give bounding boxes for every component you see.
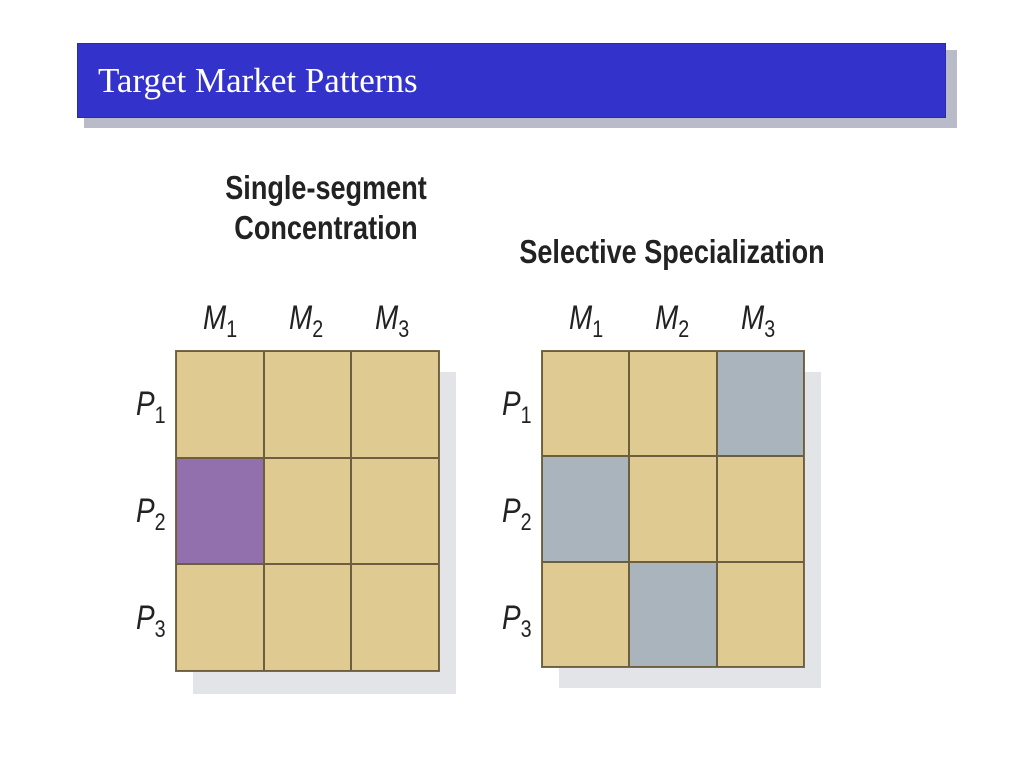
column-label-m1: M1	[569, 299, 604, 343]
column-label-m2: M2	[655, 299, 690, 343]
grid-cell-p2-m1-selected	[176, 457, 264, 565]
pattern-grid-selective-specialization	[541, 350, 805, 668]
grid-cell-p3-m3	[716, 561, 804, 667]
grid-cell-p2-m3	[716, 456, 804, 562]
grid-cell-p1-m1	[542, 351, 630, 457]
grid-cell-p1-m1	[176, 351, 264, 458]
column-label-m3: M3	[741, 299, 776, 343]
grid-cell-p3-m2	[263, 564, 352, 671]
pattern-grid-single-segment	[175, 350, 440, 672]
row-label-p1: P1	[136, 385, 166, 429]
grid-cell-p2-m3	[351, 457, 439, 565]
panel-title-single-segment: Single-segment Concentration	[203, 168, 449, 248]
grid-cell-p3-m1	[542, 561, 630, 667]
column-label-m2: M2	[289, 299, 324, 343]
slide-title: Target Market Patterns	[98, 61, 418, 100]
grid-cell-p3-m3	[351, 564, 439, 671]
grid-cell-p1-m2	[629, 351, 717, 457]
row-label-p2: P2	[136, 492, 166, 536]
grid-cell-p3-m1	[176, 564, 264, 671]
row-label-p1: P1	[502, 385, 532, 429]
grid-cell-p2-m1-selected	[542, 456, 630, 562]
panel-title-line: Selective Specialization	[519, 233, 825, 270]
row-label-p2: P2	[502, 492, 532, 536]
row-label-p3: P3	[502, 599, 532, 643]
grid-cell-p1-m2	[263, 351, 352, 458]
grid-cell-p2-m2	[629, 456, 717, 562]
panel-title-line: Single-segment	[225, 169, 427, 206]
panel-title-line: Concentration	[234, 209, 418, 246]
grid-cell-p1-m3-selected	[716, 351, 804, 457]
column-label-m3: M3	[375, 299, 410, 343]
grid-cell-p2-m2	[263, 457, 352, 565]
row-label-p3: P3	[136, 599, 166, 643]
column-label-m1: M1	[203, 299, 238, 343]
title-bar: Target Market Patterns	[77, 43, 946, 118]
panel-title-selective-specialization: Selective Specialization	[508, 232, 836, 272]
grid-cell-p3-m2-selected	[629, 561, 717, 667]
grid-cell-p1-m3	[351, 351, 439, 458]
